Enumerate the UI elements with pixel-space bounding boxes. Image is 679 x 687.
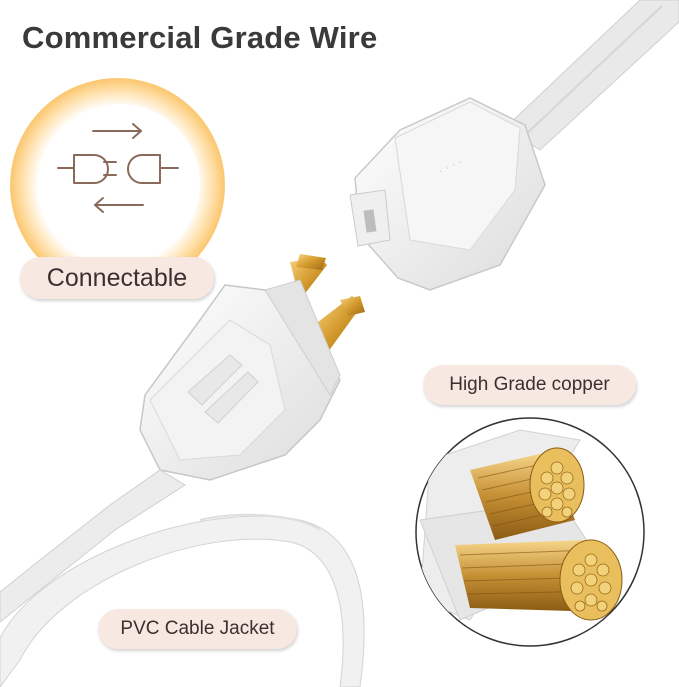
page-title: Commercial Grade Wire: [22, 20, 378, 55]
upper-cord: [504, 0, 679, 151]
connectable-label: Connectable: [20, 257, 214, 299]
lower-cord: [0, 469, 186, 623]
copper-label: High Grade copper: [423, 365, 636, 405]
receptacle: · · · ·: [349, 97, 546, 291]
plug: [139, 254, 365, 481]
pvc-jacket-label: PVC Cable Jacket: [98, 609, 297, 649]
connect-icon-badge: [40, 104, 200, 264]
